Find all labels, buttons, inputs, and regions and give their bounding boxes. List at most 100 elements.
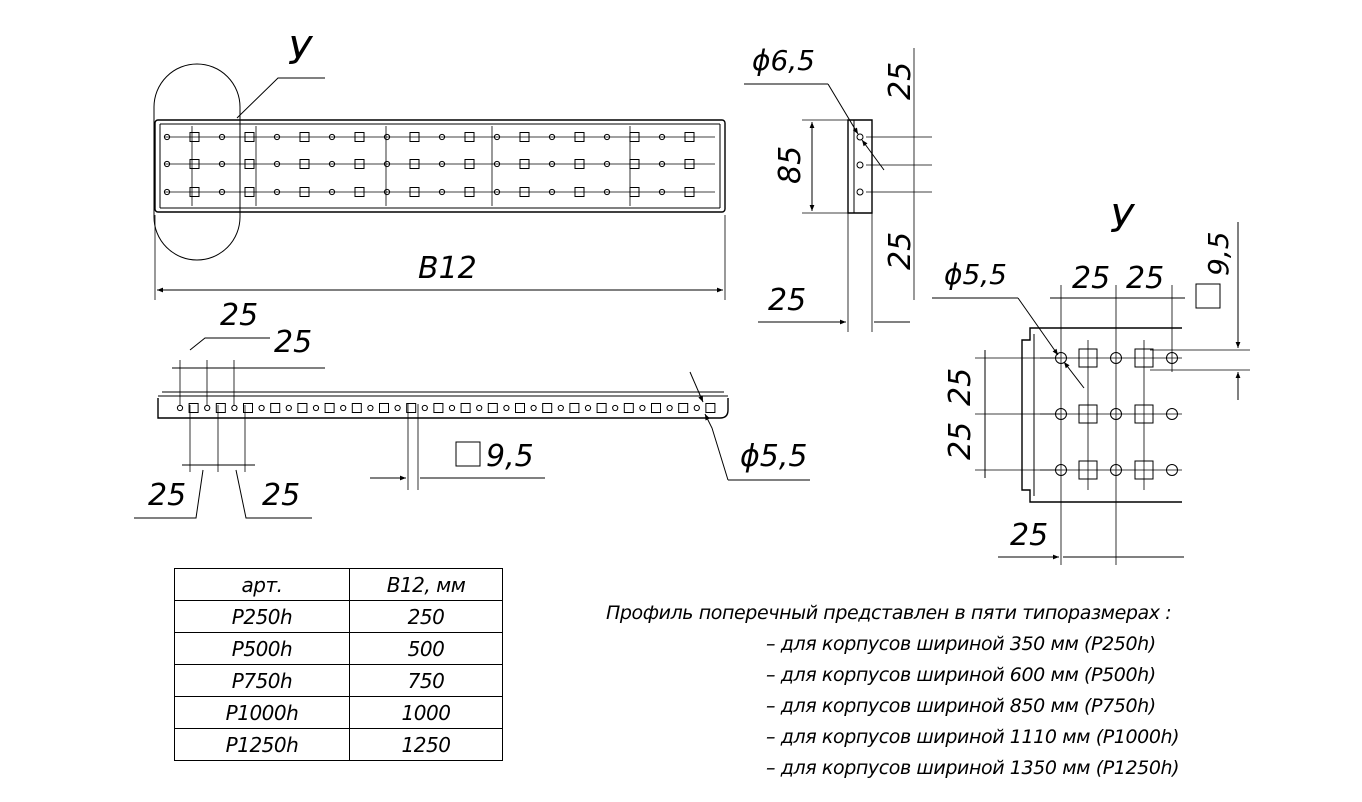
square-hole xyxy=(379,403,389,413)
front-round-hole: ϕ5,5 xyxy=(740,439,808,474)
round-hole xyxy=(328,188,336,196)
round-hole xyxy=(328,160,336,168)
square-hole xyxy=(487,403,498,413)
front-view-hole-row xyxy=(176,403,716,413)
square-hole xyxy=(354,132,365,142)
square-hole xyxy=(623,403,634,413)
table-cell: 500 xyxy=(349,632,503,665)
pitch-top-b: 25 xyxy=(274,325,312,360)
table-header-cell: арт. xyxy=(174,568,350,601)
round-hole xyxy=(603,160,611,168)
round-hole xyxy=(218,133,226,141)
detail-callout-oval xyxy=(153,63,241,261)
table-cell: P500h xyxy=(174,632,350,665)
round-hole xyxy=(548,188,556,196)
square-hole xyxy=(519,159,530,169)
table-cell: P750h xyxy=(174,664,350,697)
round-hole xyxy=(383,133,391,141)
square-hole xyxy=(270,403,281,413)
square-hole xyxy=(297,403,308,413)
round-hole xyxy=(530,404,537,412)
round-hole xyxy=(218,188,226,196)
detail-pitch-y-a: 25 xyxy=(943,368,978,406)
round-hole xyxy=(204,404,211,412)
square-hole xyxy=(299,159,310,169)
detail-pitch-x-a: 25 xyxy=(1072,261,1110,296)
round-hole xyxy=(1166,464,1178,476)
detail-square-symbol xyxy=(1195,283,1221,309)
square-hole xyxy=(705,403,716,413)
square-hole xyxy=(684,132,695,142)
square-hole xyxy=(324,403,335,413)
square-hole xyxy=(433,403,444,413)
square-hole xyxy=(678,403,689,413)
round-hole xyxy=(218,160,226,168)
round-hole xyxy=(163,188,171,196)
notes-block: Профиль поперечный представлен в пяти ти… xyxy=(606,598,1180,784)
notes-item: – для корпусов шириной 600 мм (P500h) xyxy=(766,664,1156,686)
round-hole xyxy=(285,404,292,412)
pitch-bottom-a: 25 xyxy=(148,478,186,513)
round-hole xyxy=(658,160,666,168)
notes-item: – для корпусов шириной 850 мм (P750h) xyxy=(766,695,1156,717)
round-hole xyxy=(584,404,592,412)
round-hole xyxy=(438,133,446,141)
round-hole xyxy=(658,133,666,141)
table-cell: 750 xyxy=(349,664,503,697)
width-dimension-label: B12 xyxy=(418,251,477,286)
square-hole xyxy=(244,132,255,142)
round-hole xyxy=(421,404,428,412)
round-hole xyxy=(548,133,556,141)
round-hole xyxy=(163,160,171,168)
table-row: P1000h 1000 xyxy=(174,696,503,729)
pitch-top-a: 25 xyxy=(220,298,258,333)
side-height: 85 xyxy=(773,146,808,184)
round-hole xyxy=(383,160,391,168)
square-symbol xyxy=(455,441,481,467)
round-hole xyxy=(493,188,501,196)
square-hole xyxy=(569,403,580,413)
table-cell: 1250 xyxy=(349,728,503,761)
square-hole xyxy=(596,403,607,413)
square-hole xyxy=(354,159,365,169)
square-hole xyxy=(684,159,695,169)
round-hole xyxy=(328,133,336,141)
detail-view: У 25 25 9,5 ϕ5,5 25 25 25 xyxy=(932,197,1250,565)
detail-leader xyxy=(236,77,325,119)
detail-square-hole: 9,5 xyxy=(1202,231,1235,276)
square-hole xyxy=(574,159,585,169)
square-hole xyxy=(406,403,417,413)
square-hole xyxy=(409,187,420,197)
square-hole xyxy=(299,132,310,142)
square-hole xyxy=(519,132,530,142)
table-row: P250h 250 xyxy=(174,600,503,633)
round-hole xyxy=(557,404,564,412)
round-hole xyxy=(1166,408,1178,420)
top-view-outline xyxy=(154,119,726,213)
round-hole xyxy=(493,160,501,168)
round-hole xyxy=(693,404,700,412)
table-cell: P1250h xyxy=(174,728,350,761)
detail-base: 25 xyxy=(1010,518,1048,553)
table-row: P500h 500 xyxy=(174,632,503,665)
round-hole xyxy=(612,404,619,412)
notes-item: – для корпусов шириной 1350 мм (P1250h) xyxy=(766,757,1180,779)
round-hole xyxy=(639,404,646,412)
square-hole xyxy=(464,132,475,142)
front-view-profile xyxy=(157,398,729,419)
round-hole xyxy=(312,404,320,412)
square-hole xyxy=(460,403,471,413)
notes-item: – для корпусов шириной 1110 мм (P1000h) xyxy=(766,726,1180,748)
round-hole xyxy=(394,404,401,412)
detail-outline xyxy=(1021,327,1182,503)
square-hole xyxy=(351,403,362,413)
round-hole xyxy=(658,188,666,196)
table-cell: 250 xyxy=(349,600,503,633)
square-hole xyxy=(684,187,695,197)
round-hole xyxy=(503,404,510,412)
pitch-bottom-b: 25 xyxy=(262,478,300,513)
side-view: 85 25 25 ϕ6,5 25 xyxy=(744,44,932,332)
table-row: P750h 750 xyxy=(174,664,503,697)
square-hole xyxy=(464,187,475,197)
